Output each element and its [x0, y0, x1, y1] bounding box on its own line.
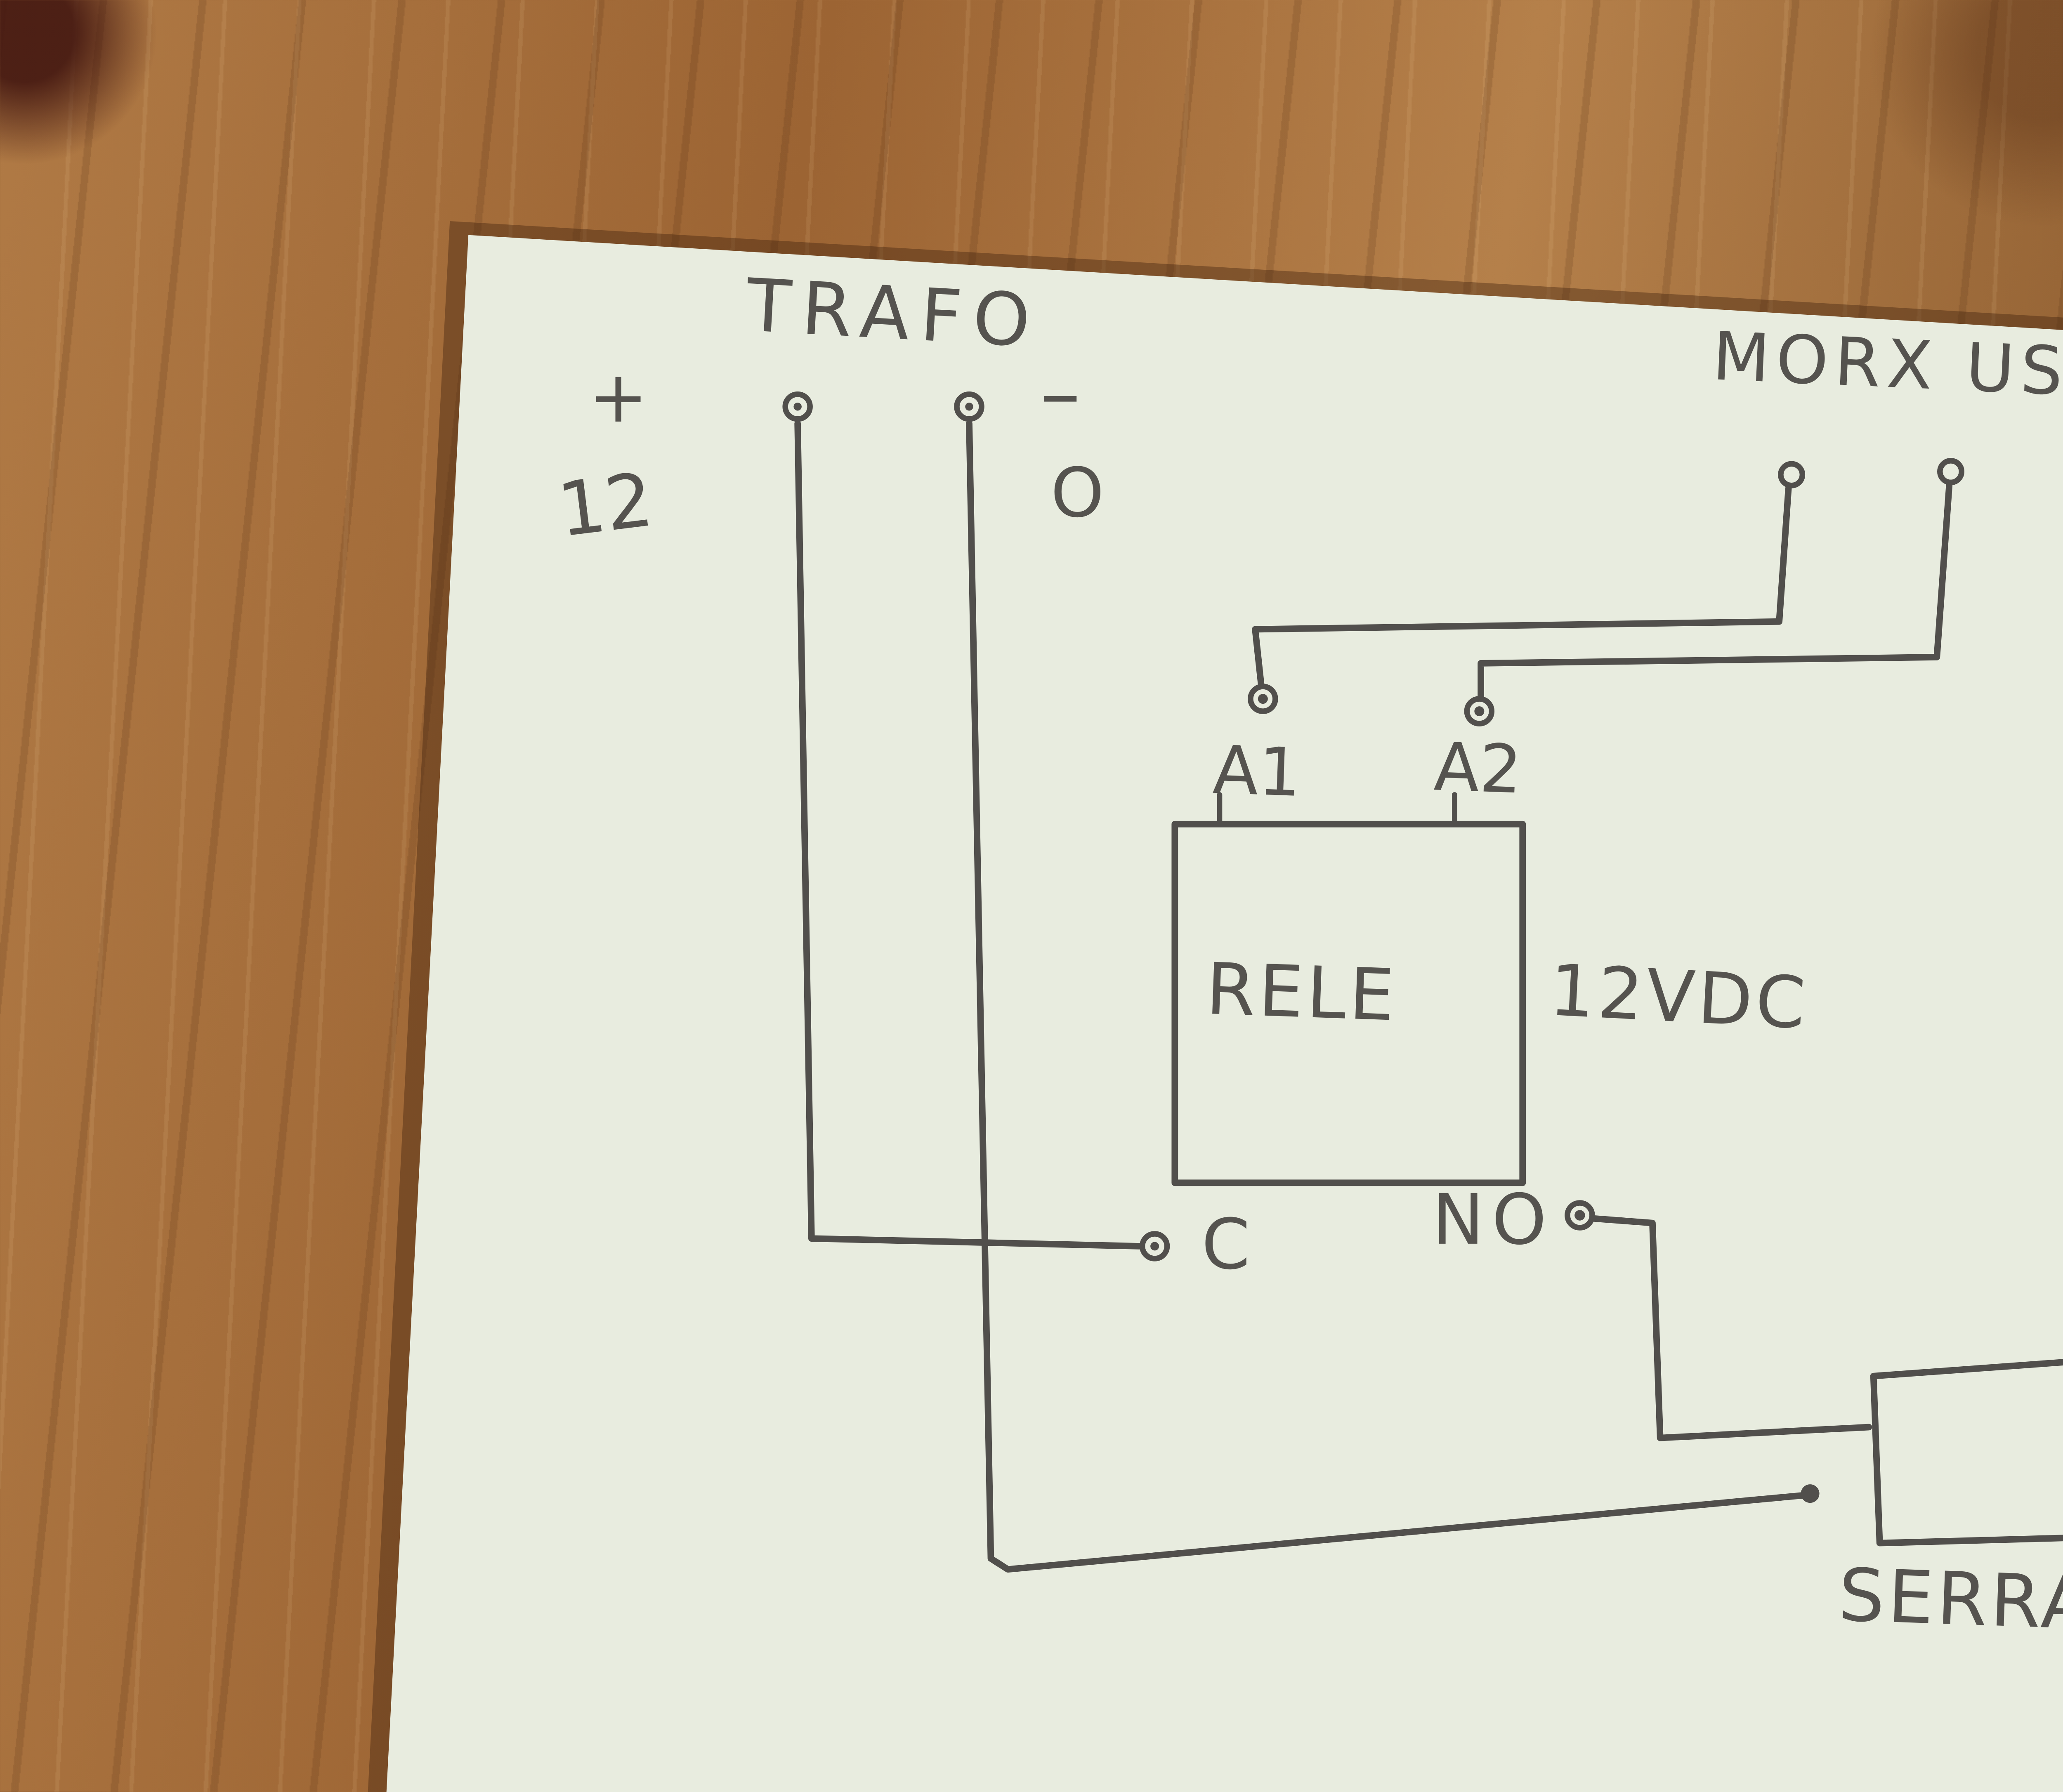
- trafo-terminal-plus-dot: [793, 402, 802, 411]
- plus-label: +: [588, 356, 648, 439]
- c-label: C: [1201, 1204, 1250, 1285]
- trafo-terminal-minus-dot: [965, 402, 973, 411]
- no-terminal-dot: [1574, 1210, 1585, 1221]
- wire-morx2-to-a2: [1478, 482, 1953, 702]
- 12vdc-label: 12VDC: [1548, 949, 1810, 1045]
- lock-wire-junction-dot: [1801, 1484, 1820, 1503]
- no-label: NO: [1432, 1179, 1554, 1260]
- relay-box: [1171, 821, 1526, 1186]
- serratura-label: SERRATURA: [1837, 1553, 2063, 1653]
- wire-morx1-to-a1: [1252, 485, 1792, 690]
- wire-no-to-lock: [1589, 1215, 1872, 1441]
- zero-label: O: [1050, 453, 1104, 533]
- a1-label: A1: [1212, 731, 1302, 812]
- lock-body: [1870, 1359, 2063, 1547]
- wire-trafo-minus-to-lock: [966, 420, 1809, 1573]
- a2-label: A2: [1433, 728, 1523, 809]
- rele-label: RELE: [1205, 948, 1399, 1037]
- minus-label: –: [1040, 346, 1080, 440]
- wire-trafo-plus-to-c: [794, 420, 1142, 1250]
- morx-terminal-2: [1937, 458, 1964, 486]
- trafo-label: TRAFO: [744, 263, 1043, 364]
- a1-terminal-dot: [1258, 694, 1268, 704]
- morx-terminal-1: [1778, 461, 1806, 488]
- c-terminal-dot: [1150, 1242, 1159, 1251]
- a2-terminal-dot: [1474, 706, 1485, 717]
- twelve-label: 12: [553, 457, 658, 554]
